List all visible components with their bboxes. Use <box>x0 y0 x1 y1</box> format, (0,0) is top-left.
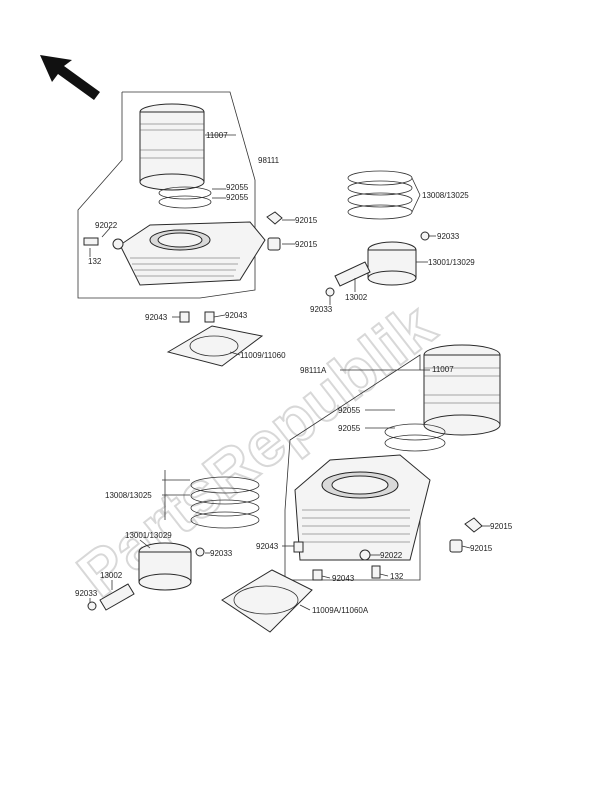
nut-92015-lower-b <box>449 539 463 553</box>
leader-lines <box>89 134 490 611</box>
o-ring-lower-b <box>384 434 446 452</box>
cylinder-sleeve-upper <box>139 103 205 191</box>
label-piston-lower: 13001/13029 <box>125 531 172 540</box>
nut-92015-upper-b <box>267 237 281 251</box>
label-nut-lower-a: 92015 <box>490 522 513 531</box>
front-direction-arrow-icon <box>40 55 100 100</box>
label-circlip-lower-a: 92033 <box>210 549 233 558</box>
label-nut-upper-b: 92015 <box>295 240 318 249</box>
washer-92022-upper <box>112 238 124 250</box>
label-o-ring-upper-b: 92055 <box>226 193 249 202</box>
nut-92015-lower-a <box>464 517 483 533</box>
kit-bracket-upper <box>77 91 256 299</box>
label-cylinder-upper: 11007 <box>206 131 228 140</box>
label-circlip-lower-b: 92033 <box>75 589 98 598</box>
label-rings-lower: 13008/13025 <box>105 491 152 500</box>
o-ring-upper-b <box>158 195 212 209</box>
label-bolt-132-upper: 132 <box>88 257 102 266</box>
label-rings-upper: 13008/13025 <box>422 191 469 200</box>
label-washer-lower: 92022 <box>380 551 403 560</box>
cylinder-block-lower <box>294 454 431 561</box>
circlip-92033-lower-b <box>87 601 97 611</box>
label-gasket-lower: 11009A/11060A <box>312 606 369 615</box>
label-kit-upper: 98111 <box>258 156 280 165</box>
base-gasket-lower <box>221 569 313 633</box>
piston-pin-upper <box>334 261 371 287</box>
kit-bracket-lower <box>284 354 421 581</box>
label-dowel-upper-b: 92043 <box>225 311 248 320</box>
dowel-92043-upper-b <box>204 311 215 323</box>
bolt-132-lower <box>371 565 381 579</box>
label-dowel-lower-a: 92043 <box>256 542 279 551</box>
cylinder-sleeve-lower <box>423 344 501 436</box>
o-ring-lower-a <box>384 423 446 441</box>
piston-pin-lower <box>99 583 135 611</box>
label-o-ring-upper-a: 92055 <box>226 183 249 192</box>
label-circlip-upper-b: 92033 <box>310 305 333 314</box>
label-o-ring-lower-b: 92055 <box>338 424 361 433</box>
label-gasket-upper: 11009/11060 <box>240 351 286 360</box>
label-piston-pin-upper: 13002 <box>345 293 368 302</box>
piston-rings-upper-set <box>347 170 413 220</box>
label-washer-upper: 92022 <box>95 221 118 230</box>
washer-92022-lower <box>359 549 371 561</box>
cylinder-block-upper <box>119 221 266 286</box>
label-o-ring-lower-a: 92055 <box>338 406 361 415</box>
nut-92015-upper-a <box>266 211 283 225</box>
piston-lower <box>138 542 192 591</box>
dowel-92043-lower-a <box>293 541 304 553</box>
circlip-92033-upper-a <box>420 231 430 241</box>
circlip-92033-lower-a <box>195 547 205 557</box>
base-gasket-upper <box>166 325 264 367</box>
label-nut-lower-b: 92015 <box>470 544 493 553</box>
label-dowel-upper-a: 92043 <box>145 313 168 322</box>
label-kit-lower: 98111A <box>300 366 327 375</box>
circlip-92033-upper-b <box>325 287 335 297</box>
label-circlip-upper-a: 92033 <box>437 232 460 241</box>
piston-rings-lower-set <box>190 476 260 529</box>
dowel-92043-lower-b <box>312 569 323 581</box>
bolt-132-upper <box>83 237 99 246</box>
label-nut-upper-a: 92015 <box>295 216 318 225</box>
label-piston-upper: 13001/13029 <box>428 258 475 267</box>
label-dowel-lower-b: 92043 <box>332 574 355 583</box>
piston-upper <box>367 241 417 286</box>
label-bolt-132-lower: 132 <box>390 572 404 581</box>
o-ring-upper-a <box>158 186 212 200</box>
label-cylinder-lower: 11007 <box>432 365 454 374</box>
label-piston-pin-lower: 13002 <box>100 571 123 580</box>
dowel-92043-upper-a <box>179 311 190 323</box>
